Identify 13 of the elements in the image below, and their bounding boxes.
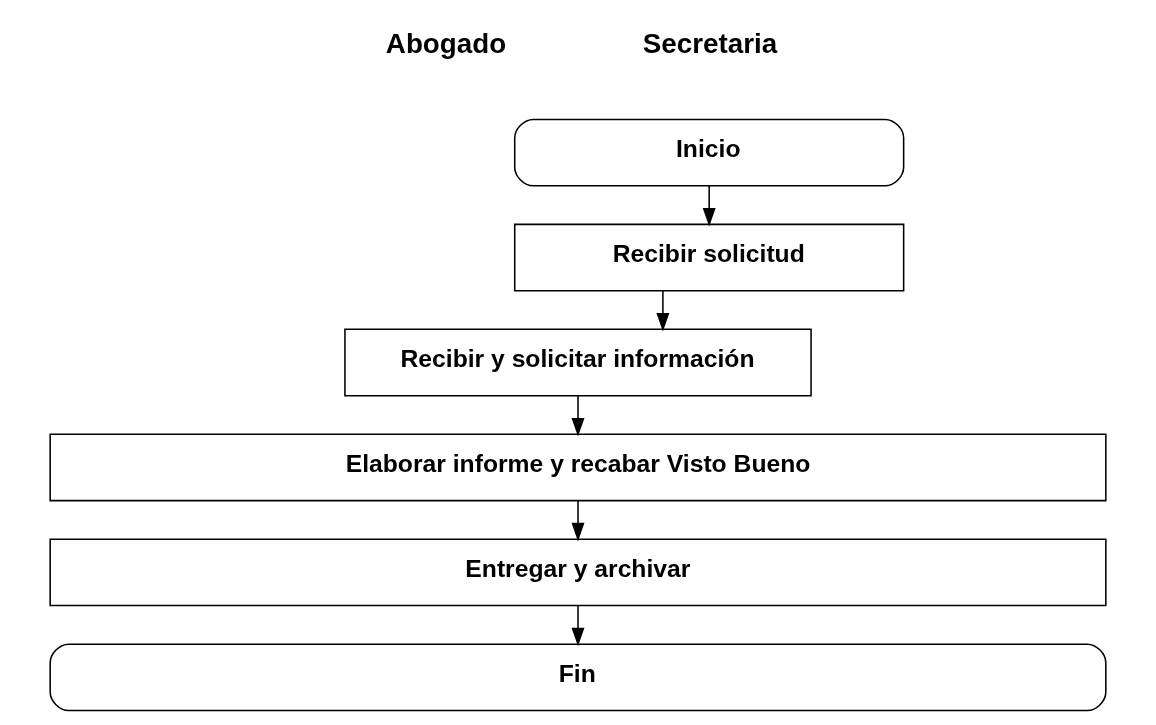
node-box: Recibir solicitud — [513, 223, 905, 292]
node-box: Entregar y archivar — [49, 538, 1107, 607]
label: Secretaria — [642, 27, 778, 59]
label: Abogado — [385, 27, 507, 59]
node-box: Elaborar informe y recabar Visto Bueno — [49, 433, 1107, 502]
arrow — [571, 604, 585, 647]
node-box: Inicio — [513, 118, 905, 187]
node-box: Fin — [49, 643, 1107, 712]
arrow — [702, 185, 716, 227]
arrow — [656, 290, 670, 332]
arrow — [571, 499, 585, 542]
node-box: Recibir y solicitar información — [344, 328, 812, 397]
arrow — [571, 394, 585, 437]
